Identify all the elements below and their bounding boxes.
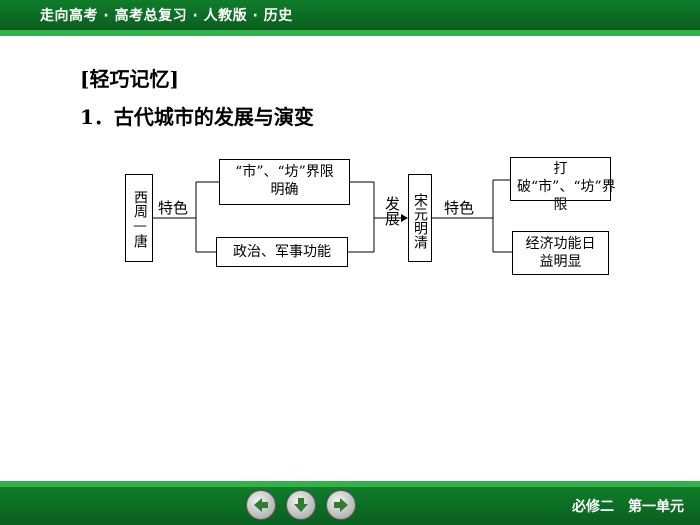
feature-box-political-military: 政治、军事功能 <box>216 237 348 267</box>
section-heading: [轻巧记忆] <box>80 67 179 91</box>
arrow-right-icon <box>334 498 348 512</box>
period-box-song-yuan-ming-qing: 宋元明清 <box>408 174 432 262</box>
footer-stripe <box>0 481 700 487</box>
feature-box-boundary: “市”、“坊”界限明确 <box>219 159 350 205</box>
down-button[interactable] <box>286 490 316 520</box>
section-subheading: 1．古代城市的发展与演变 <box>80 105 314 129</box>
period-box-xizhou-tang: 西周—唐 <box>125 174 153 262</box>
arrow-left-icon <box>254 498 268 512</box>
feature-label-right: 特色 <box>444 199 475 217</box>
header-bar: 走向高考 · 高考总复习 · 人教版 · 历史 <box>0 0 700 30</box>
feature-box-economic: 经济功能日益明显 <box>512 231 609 275</box>
arrow-down-icon <box>294 498 308 512</box>
feature-label-left: 特色 <box>158 199 189 217</box>
header-stripe <box>0 30 700 36</box>
prev-button[interactable] <box>246 490 276 520</box>
footer-unit-label: 必修二 第一单元 <box>572 499 684 515</box>
feature-box-break-boundary: 打破“市”、“坊”界限 <box>510 157 616 213</box>
arrow-label-development: 发展 <box>383 196 401 226</box>
next-button[interactable] <box>326 490 356 520</box>
header-title: 走向高考 · 高考总复习 · 人教版 · 历史 <box>40 8 293 24</box>
